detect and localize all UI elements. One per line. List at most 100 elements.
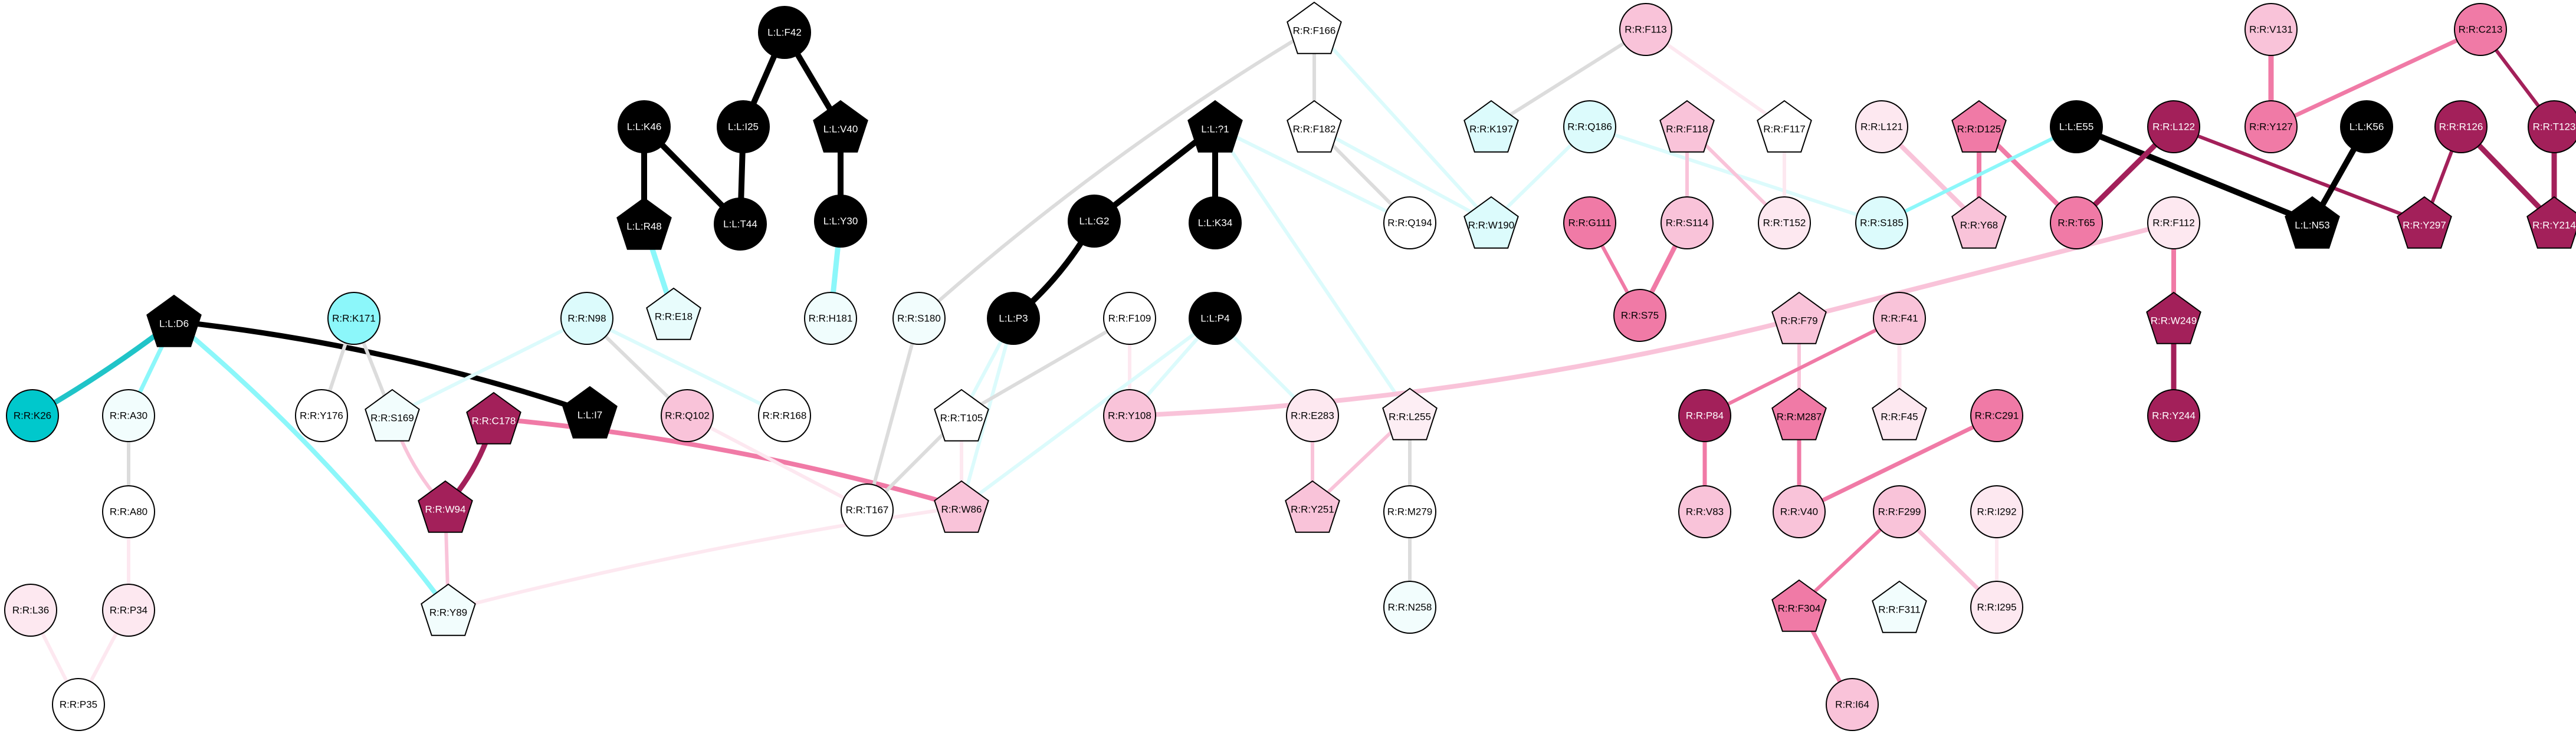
node-r-r-y108[interactable]: R:R:Y108	[1103, 389, 1156, 442]
node-r-r-p34[interactable]: R:R:P34	[102, 584, 155, 637]
node-r-r-a30[interactable]: R:R:A30	[102, 389, 155, 442]
node-r-r-t65[interactable]: R:R:T65	[2050, 196, 2103, 249]
node-r-r-k26[interactable]: R:R:K26	[6, 389, 59, 442]
node-r-r-s114[interactable]: R:R:S114	[1661, 196, 1714, 249]
node-r-r-s180[interactable]: R:R:S180	[892, 292, 946, 345]
node-r-r-n98[interactable]: R:R:N98	[560, 292, 613, 345]
node-shape-pentagon	[1951, 196, 2007, 249]
node-r-r-m287[interactable]: R:R:M287	[1771, 387, 1827, 440]
node-l-l-1[interactable]: L:L:?1	[1187, 100, 1243, 153]
node-r-r-q102[interactable]: R:R:Q102	[661, 389, 714, 442]
node-r-r-f182[interactable]: R:R:F182	[1287, 100, 1342, 153]
node-r-r-t105[interactable]: R:R:T105	[934, 389, 989, 442]
node-r-r-r126[interactable]: R:R:R126	[2434, 100, 2488, 153]
node-l-l-k46[interactable]: L:L:K46	[618, 100, 671, 153]
node-r-r-r168[interactable]: R:R:R168	[758, 389, 811, 442]
node-r-r-f299[interactable]: R:R:F299	[1873, 485, 1926, 538]
node-r-r-t123[interactable]: R:R:T123	[2528, 100, 2576, 153]
node-r-r-k197[interactable]: R:R:K197	[1463, 100, 1519, 153]
node-r-r-f117[interactable]: R:R:F117	[1757, 100, 1812, 153]
node-l-l-n53[interactable]: L:L:N53	[2285, 196, 2340, 249]
node-r-r-c291[interactable]: R:R:C291	[1970, 389, 2023, 442]
node-label: R:R:E18	[655, 311, 693, 322]
node-r-r-e18[interactable]: R:R:E18	[646, 287, 701, 340]
node-r-r-n258[interactable]: R:R:N258	[1383, 581, 1436, 634]
node-r-r-f118[interactable]: R:R:F118	[1659, 100, 1715, 153]
node-l-l-i7[interactable]: L:L:I7	[562, 386, 618, 439]
node-r-r-f109[interactable]: R:R:F109	[1103, 292, 1156, 345]
node-r-r-q194[interactable]: R:R:Q194	[1383, 196, 1436, 249]
node-r-r-c178[interactable]: R:R:C178	[466, 391, 521, 445]
node-r-r-t152[interactable]: R:R:T152	[1758, 196, 1811, 249]
node-r-r-l255[interactable]: R:R:L255	[1382, 387, 1438, 440]
node-l-l-g2[interactable]: L:L:G2	[1068, 195, 1121, 248]
node-shape-circle	[6, 389, 59, 442]
node-r-r-f304[interactable]: R:R:F304	[1771, 579, 1827, 632]
node-r-r-p84[interactable]: R:R:P84	[1678, 389, 1731, 442]
node-r-r-v40[interactable]: R:R:V40	[1773, 485, 1826, 538]
node-r-r-f45[interactable]: R:R:F45	[1872, 387, 1927, 440]
edge-l-l-1-to-r-r-q194	[1213, 125, 1412, 225]
node-r-r-v83[interactable]: R:R:V83	[1678, 485, 1731, 538]
node-l-l-k34[interactable]: L:L:K34	[1189, 196, 1242, 249]
node-shape-circle	[1855, 196, 1908, 249]
node-r-r-f112[interactable]: R:R:F112	[2147, 196, 2200, 249]
node-r-r-s185[interactable]: R:R:S185	[1855, 196, 1908, 249]
node-l-l-v40[interactable]: L:L:V40	[813, 100, 868, 153]
node-r-r-l121[interactable]: R:R:L121	[1855, 100, 1908, 153]
node-label: R:R:F182	[1293, 124, 1336, 135]
node-r-r-i295[interactable]: R:R:I295	[1970, 581, 2023, 634]
node-r-r-c213[interactable]: R:R:C213	[2454, 3, 2507, 56]
node-l-l-f42[interactable]: L:L:F42	[758, 6, 811, 59]
node-r-r-y176[interactable]: R:R:Y176	[295, 389, 348, 442]
node-r-r-f79[interactable]: R:R:F79	[1771, 291, 1827, 344]
node-r-r-y244[interactable]: R:R:Y244	[2147, 389, 2200, 442]
node-r-r-l36[interactable]: R:R:L36	[4, 584, 57, 637]
node-r-r-s169[interactable]: R:R:S169	[365, 389, 420, 442]
node-r-r-a80[interactable]: R:R:A80	[102, 485, 155, 538]
node-r-r-g111[interactable]: R:R:G111	[1563, 196, 1616, 249]
node-r-r-i292[interactable]: R:R:I292	[1970, 485, 2023, 538]
node-l-l-t44[interactable]: L:L:T44	[714, 198, 767, 251]
node-r-r-w86[interactable]: R:R:W86	[934, 480, 989, 533]
node-shape-circle	[987, 292, 1040, 345]
node-r-r-y297[interactable]: R:R:Y297	[2397, 196, 2452, 249]
node-label: L:L:V40	[823, 124, 858, 135]
node-r-r-i64[interactable]: R:R:I64	[1826, 678, 1879, 731]
node-r-r-f113[interactable]: R:R:F113	[1619, 3, 1672, 56]
node-label: R:R:G111	[1568, 218, 1611, 229]
node-r-r-f41[interactable]: R:R:F41	[1873, 292, 1926, 345]
node-r-r-k171[interactable]: R:R:K171	[327, 292, 380, 345]
node-shape-circle	[102, 389, 155, 442]
node-r-r-s75[interactable]: R:R:S75	[1613, 289, 1666, 342]
node-shape-circle	[841, 483, 894, 536]
node-r-r-t167[interactable]: R:R:T167	[841, 483, 894, 536]
node-r-r-l122[interactable]: R:R:L122	[2147, 100, 2200, 153]
node-l-l-r48[interactable]: L:L:R48	[616, 197, 672, 250]
node-shape-circle	[2454, 3, 2507, 56]
node-l-l-p3[interactable]: L:L:P3	[987, 292, 1040, 345]
node-r-r-e283[interactable]: R:R:E283	[1286, 389, 1339, 442]
node-r-r-w94[interactable]: R:R:W94	[418, 480, 473, 533]
node-l-l-y30[interactable]: L:L:Y30	[814, 195, 867, 248]
node-r-r-y68[interactable]: R:R:Y68	[1951, 196, 2007, 249]
node-l-l-p4[interactable]: L:L:P4	[1189, 292, 1242, 345]
node-l-l-k56[interactable]: L:L:K56	[2340, 100, 2393, 153]
node-r-r-d125[interactable]: R:R:D125	[1951, 100, 2007, 153]
node-r-r-y89[interactable]: R:R:Y89	[421, 583, 476, 636]
node-r-r-w190[interactable]: R:R:W190	[1463, 196, 1519, 249]
node-r-r-m279[interactable]: R:R:M279	[1383, 485, 1436, 538]
node-l-l-i25[interactable]: L:L:I25	[717, 100, 770, 153]
node-l-l-e55[interactable]: L:L:E55	[2050, 100, 2103, 153]
node-r-r-q186[interactable]: R:R:Q186	[1563, 100, 1616, 153]
node-r-r-y214[interactable]: R:R:Y214	[2526, 196, 2576, 249]
node-r-r-h181[interactable]: R:R:H181	[804, 292, 857, 345]
node-r-r-v131[interactable]: R:R:V131	[2244, 3, 2298, 56]
node-r-r-y251[interactable]: R:R:Y251	[1285, 480, 1340, 533]
node-r-r-w249[interactable]: R:R:W249	[2146, 291, 2201, 344]
node-r-r-y127[interactable]: R:R:Y127	[2244, 100, 2298, 153]
node-l-l-d6[interactable]: L:L:D6	[146, 294, 202, 347]
node-r-r-p35[interactable]: R:R:P35	[52, 678, 105, 731]
node-r-r-f311[interactable]: R:R:F311	[1872, 580, 1927, 633]
node-r-r-f166[interactable]: R:R:F166	[1287, 1, 1342, 54]
